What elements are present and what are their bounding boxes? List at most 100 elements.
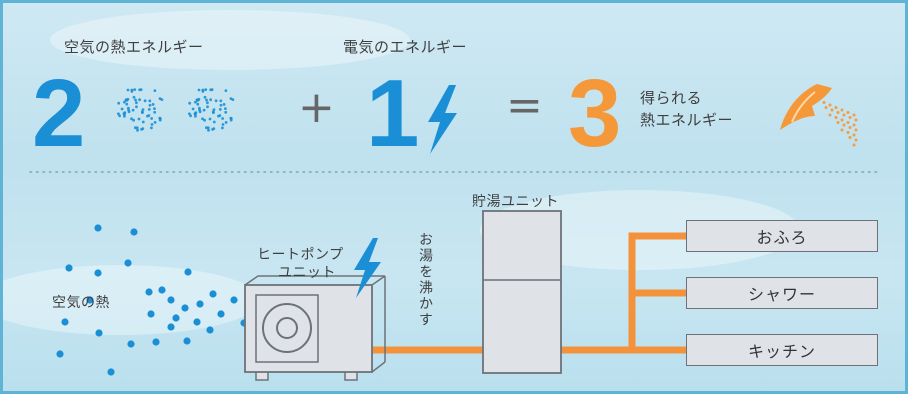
particle-dot bbox=[852, 133, 856, 137]
particle-dot bbox=[224, 107, 227, 110]
particle-dot bbox=[133, 88, 137, 91]
particle-dot bbox=[197, 88, 201, 92]
particle-dot bbox=[206, 101, 209, 105]
result-label-line2: 熱エネルギー bbox=[640, 111, 734, 129]
particle-dot bbox=[203, 118, 207, 122]
particle-dot bbox=[852, 113, 856, 117]
particle-dot bbox=[141, 127, 145, 130]
particle-dot bbox=[147, 108, 151, 111]
particle-dot bbox=[134, 98, 137, 102]
particle-dot bbox=[148, 99, 152, 103]
particle-dot bbox=[131, 108, 135, 112]
hot-water-highlight-icon bbox=[791, 91, 816, 123]
particle-dot bbox=[145, 288, 153, 296]
particle-dot bbox=[221, 117, 225, 120]
heat-pump-lightning-icon bbox=[354, 238, 381, 298]
particle-dot bbox=[194, 100, 197, 104]
heat-pump-label-line2: ユニット bbox=[278, 265, 336, 281]
particle-dot bbox=[141, 120, 145, 124]
particle-dot bbox=[117, 112, 120, 116]
particle-dot bbox=[153, 107, 156, 110]
particle-dot bbox=[56, 350, 64, 358]
particle-dot bbox=[65, 264, 73, 272]
destination-shower: シャワー bbox=[686, 277, 878, 309]
particle-dot bbox=[127, 108, 130, 112]
boil-water-label: お湯を沸かす bbox=[417, 232, 433, 328]
particle-dot bbox=[123, 111, 127, 114]
particle-dot bbox=[196, 102, 200, 106]
particle-dot bbox=[153, 89, 157, 92]
particle-dot bbox=[854, 118, 858, 122]
particle-dot bbox=[130, 228, 138, 236]
particle-dot bbox=[206, 126, 210, 130]
particle-dot bbox=[158, 118, 162, 122]
electric-energy-label: 電気のエネルギー bbox=[343, 38, 468, 56]
particle-dot bbox=[140, 110, 144, 114]
particle-dot bbox=[230, 296, 238, 304]
particle-dot bbox=[834, 116, 838, 119]
particle-dot bbox=[172, 314, 180, 322]
particle-dot bbox=[135, 105, 138, 109]
particle-dot bbox=[95, 329, 103, 337]
particle-dot bbox=[221, 123, 225, 126]
particle-dot bbox=[828, 103, 832, 107]
particle-dot bbox=[201, 117, 204, 121]
particle-dot bbox=[201, 88, 205, 92]
air-heat-particles-icon bbox=[117, 88, 164, 132]
particle-dot bbox=[205, 98, 208, 102]
particle-dot bbox=[125, 102, 129, 106]
particle-dot bbox=[150, 117, 154, 120]
particle-dot bbox=[222, 103, 226, 106]
particle-dot bbox=[135, 126, 139, 130]
particle-dot bbox=[130, 117, 133, 121]
particle-dot bbox=[127, 340, 135, 348]
particle-dot bbox=[840, 118, 844, 122]
particle-dot bbox=[848, 136, 852, 139]
particle-dot bbox=[848, 116, 852, 119]
particle-dot bbox=[212, 108, 216, 111]
destination-shower-label: シャワー bbox=[747, 285, 816, 304]
particle-dot bbox=[209, 88, 213, 92]
particle-dot bbox=[153, 110, 157, 114]
particle-dot bbox=[120, 107, 124, 111]
particle-dot bbox=[183, 337, 191, 345]
particle-dot bbox=[137, 117, 141, 121]
particle-dot bbox=[130, 88, 134, 92]
destination-kitchen: キッチン bbox=[686, 334, 878, 366]
particle-dot bbox=[848, 126, 852, 129]
particle-dot bbox=[219, 103, 223, 107]
air-heat-value: 2 bbox=[32, 60, 86, 167]
particle-dot bbox=[61, 318, 69, 326]
tank-unit-icon bbox=[482, 210, 562, 374]
particle-dot bbox=[211, 110, 215, 114]
air-heat-dots-icon bbox=[56, 224, 248, 376]
particle-dot bbox=[852, 143, 856, 147]
particle-dot bbox=[219, 99, 223, 103]
particle-dot bbox=[212, 127, 216, 130]
destination-bath: おふろ bbox=[686, 220, 878, 252]
particle-dot bbox=[138, 98, 142, 102]
particle-dot bbox=[229, 118, 233, 122]
hot-water-droplets-icon bbox=[816, 98, 858, 147]
particle-dot bbox=[136, 128, 139, 132]
particle-dot bbox=[840, 128, 844, 132]
particle-dot bbox=[146, 114, 149, 118]
particle-dot bbox=[828, 113, 832, 117]
particle-dot bbox=[206, 326, 214, 334]
particle-dot bbox=[150, 123, 154, 126]
particle-dot bbox=[209, 290, 217, 298]
particle-dot bbox=[138, 88, 142, 92]
particle-dot bbox=[126, 88, 130, 92]
particle-dot bbox=[107, 368, 115, 376]
particle-dot bbox=[147, 310, 155, 318]
particle-dot bbox=[152, 338, 160, 346]
particle-dot bbox=[224, 110, 228, 114]
particle-dot bbox=[148, 103, 152, 107]
particle-dot bbox=[158, 286, 166, 294]
equals-sign: = bbox=[506, 80, 543, 131]
air-heat-energy-label: 空気の熱エネルギー bbox=[64, 38, 204, 56]
particle-dot bbox=[194, 114, 197, 118]
particle-dot bbox=[816, 98, 820, 102]
particle-dot bbox=[94, 269, 102, 277]
